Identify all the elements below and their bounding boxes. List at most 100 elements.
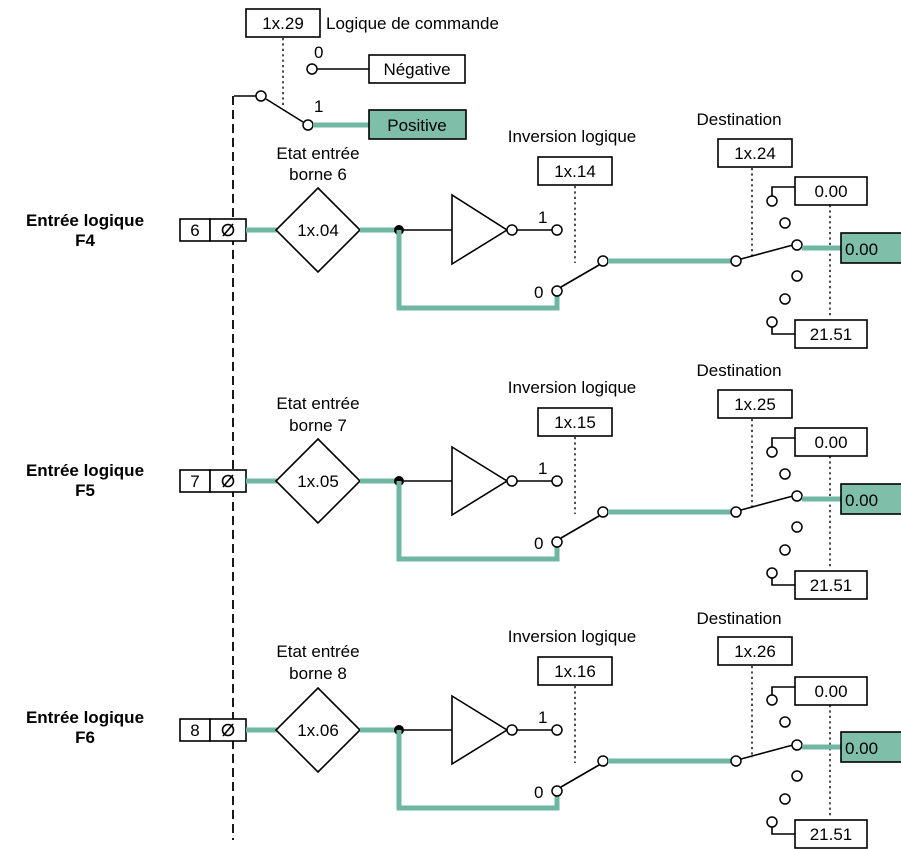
logic-pos0-label: 0 <box>314 43 323 62</box>
dest-contact <box>791 770 803 782</box>
logic-control-param: 1x.29 <box>262 14 304 33</box>
dest-label: Destination <box>696 609 781 628</box>
inversion-label: Inversion logique <box>508 627 637 646</box>
logic-common-contact <box>255 90 267 102</box>
dest-min-wire <box>771 186 795 196</box>
dest-label: Destination <box>696 110 781 129</box>
inversion-contact-1 <box>551 475 563 487</box>
dest-contact <box>779 293 791 305</box>
dest-contact <box>766 694 778 706</box>
bypass-wire <box>396 230 560 311</box>
dest-contact <box>791 521 803 533</box>
dest-switch-arm <box>740 244 794 260</box>
dest-param-box <box>717 389 793 419</box>
logic-pos1-label: 1 <box>314 97 323 116</box>
dest-contact <box>779 468 791 480</box>
inversion-param: 1x.14 <box>554 162 596 181</box>
inversion-switch-arm <box>560 515 600 539</box>
dest-max-wire <box>771 827 795 835</box>
inversion-contact-0 <box>551 785 563 797</box>
logic-control-title: Logique de commande <box>326 14 499 33</box>
dest-switch-arm <box>740 744 794 760</box>
dest-min-wire <box>771 437 795 447</box>
logic-contact-1 <box>302 119 314 131</box>
dest-contact <box>766 316 778 328</box>
dest-label: Destination <box>696 361 781 380</box>
inverter-triangle <box>451 694 509 766</box>
terminal-number: 8 <box>190 721 199 740</box>
dest-max-box <box>794 570 868 600</box>
dest-min-box <box>794 427 868 457</box>
state-label-line1: Etat entrée <box>276 144 359 163</box>
inversion-pos1: 1 <box>538 459 547 478</box>
inversion-contact-1 <box>551 724 563 736</box>
channel-f6: Entrée logique F6 8 Etat entrée borne 8 … <box>26 609 901 849</box>
dest-contact <box>766 816 778 828</box>
input-name-line1: Entrée logique <box>26 211 144 230</box>
dest-common-contact <box>730 755 742 767</box>
input-name-line1: Entrée logique <box>26 708 144 727</box>
state-param: 1x.04 <box>297 221 339 240</box>
inversion-param-box <box>537 156 613 186</box>
state-diamond <box>274 186 362 274</box>
inversion-contact-0 <box>551 536 563 548</box>
dest-min: 0.00 <box>814 682 847 701</box>
output-value: 0.00 <box>845 491 878 510</box>
dest-param-box <box>717 138 793 168</box>
inverter-bubble <box>506 224 518 236</box>
dest-param-box <box>717 636 793 666</box>
output-box <box>840 483 901 515</box>
inversion-common-contact <box>597 755 609 767</box>
dest-switch-arm <box>740 495 794 511</box>
state-label-line1: Etat entrée <box>276 642 359 661</box>
dest-contact <box>779 793 791 805</box>
dest-param: 1x.24 <box>734 144 776 163</box>
output-value: 0.00 <box>845 739 878 758</box>
inversion-common-contact <box>597 506 609 518</box>
state-param: 1x.05 <box>297 472 339 491</box>
inversion-param-box <box>537 407 613 437</box>
inversion-pos0: 0 <box>534 783 543 802</box>
state-label-line2: borne 7 <box>289 416 347 435</box>
positive-box <box>368 109 467 140</box>
dest-max: 21.51 <box>810 325 853 344</box>
state-diamond <box>274 686 362 774</box>
state-label-line2: borne 6 <box>289 165 347 184</box>
bypass-wire <box>396 730 560 811</box>
inversion-label: Inversion logique <box>508 127 637 146</box>
inverter-triangle <box>451 193 509 266</box>
inversion-common-contact <box>597 255 609 267</box>
input-name-line2: F4 <box>75 231 95 250</box>
dest-min-wire <box>771 686 795 695</box>
negative-label: Négative <box>383 60 450 79</box>
inversion-contact-1 <box>551 224 563 236</box>
inversion-pos1: 1 <box>538 708 547 727</box>
terminal-number: 6 <box>190 221 199 240</box>
inversion-label: Inversion logique <box>508 378 637 397</box>
inversion-pos0: 0 <box>534 283 543 302</box>
terminal-symbol-icon <box>221 223 235 237</box>
dest-max-wire <box>771 578 795 586</box>
input-name-line2: F6 <box>75 728 95 747</box>
dest-max-box <box>794 819 868 849</box>
dest-min: 0.00 <box>814 182 847 201</box>
dest-max-box <box>794 319 868 349</box>
terminal-symbol-icon <box>221 723 235 737</box>
dest-min-box <box>794 176 868 206</box>
negative-box <box>368 54 466 84</box>
inversion-pos1: 1 <box>538 208 547 227</box>
inversion-switch-arm <box>560 764 600 788</box>
logic-contact-0 <box>306 63 318 75</box>
inversion-param: 1x.16 <box>554 662 596 681</box>
bypass-wire <box>396 481 560 562</box>
dest-min: 0.00 <box>814 433 847 452</box>
dest-max-wire <box>771 327 795 335</box>
dest-common-contact <box>730 506 742 518</box>
output-box <box>840 731 901 763</box>
state-diamond <box>274 437 362 525</box>
dest-contact <box>791 490 803 502</box>
state-param: 1x.06 <box>297 721 339 740</box>
terminal-symbol-icon <box>221 474 235 488</box>
dest-max: 21.51 <box>810 576 853 595</box>
